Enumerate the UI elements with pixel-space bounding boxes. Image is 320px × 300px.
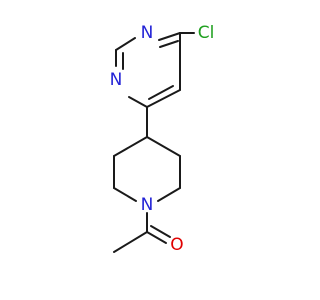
bond-c4-n-left xyxy=(128,96,148,108)
pyrimidine-nitrogen-top-label: N xyxy=(141,23,154,43)
carbonyl-oxygen-label: O xyxy=(170,235,183,255)
bond-n-top-c-cl xyxy=(158,32,181,41)
pyrimidine-ring xyxy=(115,32,181,108)
acetyl-group xyxy=(113,212,171,253)
bond-n-top-c-cl-inner xyxy=(159,40,179,48)
molecule-structure-diagram: Cl N N N O xyxy=(110,23,215,255)
bond-c2-n-top xyxy=(115,37,136,51)
bond-carbonyl-oxygen-inner xyxy=(150,225,171,238)
pyrimidine-nitrogen-left-label: N xyxy=(110,70,123,90)
bond-carbonyl-oxygen xyxy=(146,231,167,244)
piperidine-ring xyxy=(113,136,181,202)
bond-carbonyl-methyl xyxy=(113,231,148,253)
bond-pip-c5-c4 xyxy=(113,136,148,157)
piperidine-nitrogen-label: N xyxy=(141,195,154,215)
bond-ch-c4-inner xyxy=(148,85,174,100)
chlorine-atom-label: Cl xyxy=(198,23,215,43)
bond-pip-c2-n xyxy=(157,187,181,202)
bond-ch-c4 xyxy=(146,89,181,108)
bond-pip-c4-c3 xyxy=(146,136,181,157)
bond-pip-n-c6 xyxy=(113,187,137,202)
